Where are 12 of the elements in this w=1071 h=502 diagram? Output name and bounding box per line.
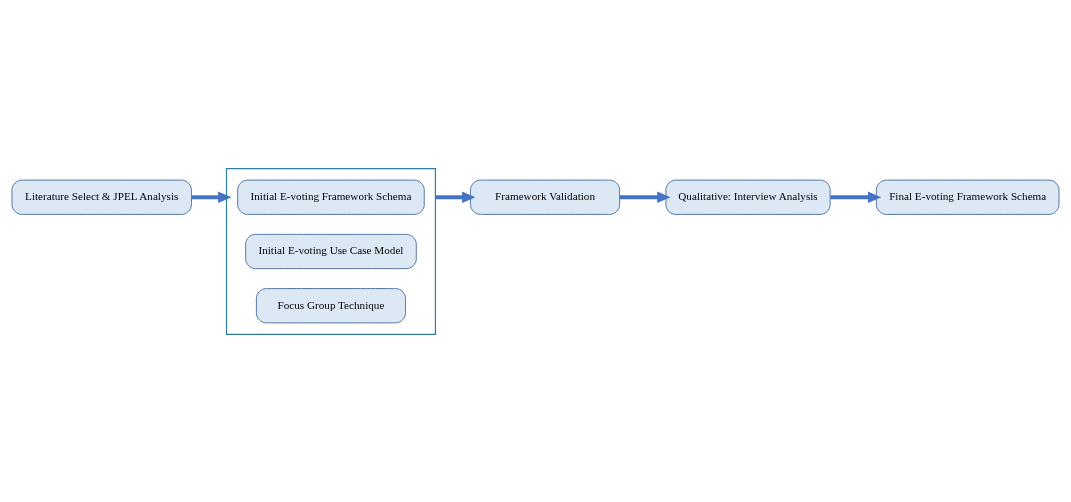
node-box: Focus Group Technique <box>255 287 406 323</box>
arrow <box>435 190 476 203</box>
node-box: Literature Select & JPEL Analysis <box>11 179 192 215</box>
node-box: Initial E-voting Use Case Model <box>245 233 417 269</box>
node-box: Qualitative: Interview Analysis <box>665 179 831 215</box>
cluster <box>225 167 437 335</box>
node-box: Final E-voting Framework Schema <box>875 179 1060 215</box>
node-box: Framework Validation <box>470 179 621 215</box>
node-box: Initial E-voting Framework Schema <box>237 179 425 215</box>
arrow <box>191 190 232 203</box>
arrow <box>830 190 882 203</box>
arrow <box>619 190 671 203</box>
